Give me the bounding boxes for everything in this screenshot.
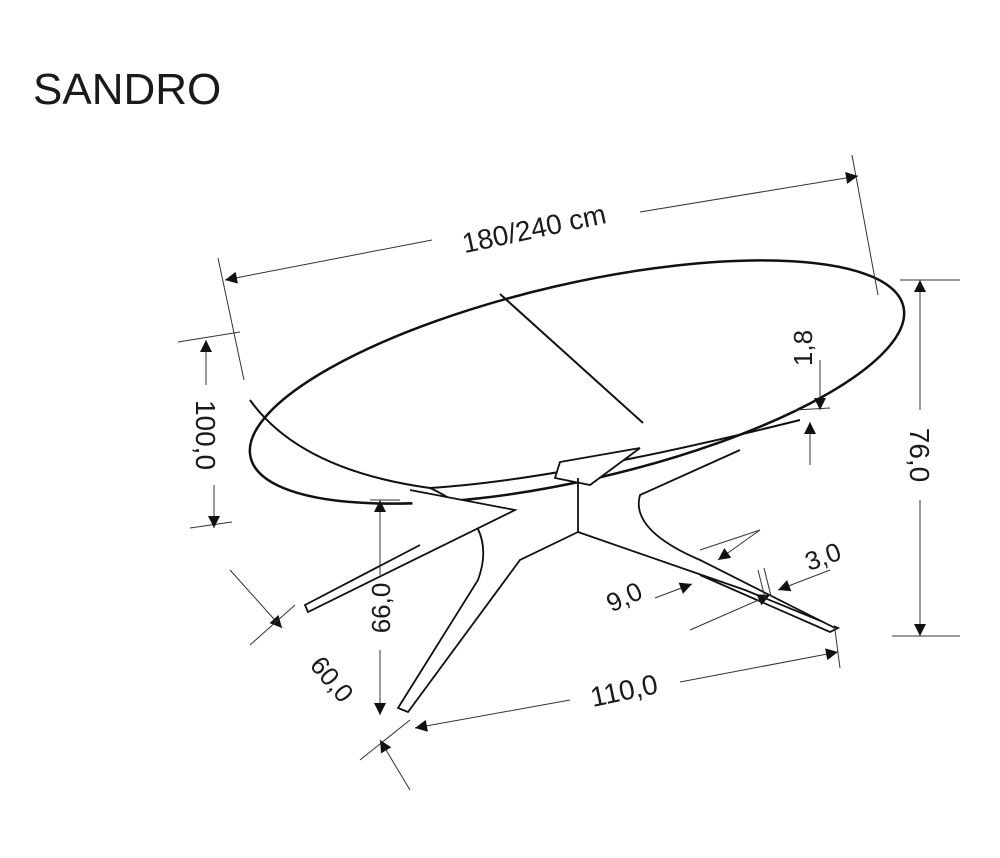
dimension-lines (177, 154, 960, 791)
leg-span-long-label: 110,0 (588, 668, 661, 712)
height-label: 76,0 (904, 428, 935, 483)
leg-thickness-label: 3,0 (801, 536, 845, 577)
length-label: 180/240 cm (459, 198, 609, 259)
product-title: SANDRO (33, 65, 221, 114)
top-thickness-label: 1,8 (788, 330, 818, 366)
clearance-label: 66,0 (366, 583, 396, 634)
leg-width-label: 9,0 (601, 576, 646, 618)
leg-span-short-label: 60,0 (304, 650, 360, 708)
extension-seam (499, 293, 644, 424)
table-top (248, 259, 906, 505)
width-label: 100,0 (190, 400, 221, 470)
